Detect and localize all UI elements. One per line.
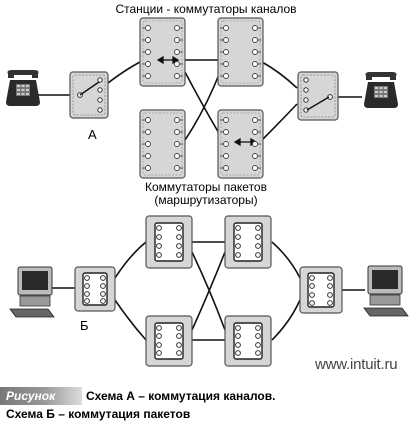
station-port xyxy=(145,165,151,171)
station-port xyxy=(145,129,151,135)
station-port xyxy=(252,73,258,79)
station-port xyxy=(223,25,229,31)
station-port xyxy=(174,25,180,31)
station-port xyxy=(174,37,180,43)
packet-title-line2: (маршрутизаторы) xyxy=(154,193,258,207)
station-port xyxy=(252,165,258,171)
station-port xyxy=(252,37,258,43)
caption-line-1: Схема А – коммутация каналов. xyxy=(86,389,276,403)
station-port xyxy=(174,129,180,135)
station-port xyxy=(252,141,258,147)
station-port xyxy=(223,37,229,43)
station-port xyxy=(174,165,180,171)
station-port xyxy=(223,153,229,159)
computer-icon-right xyxy=(363,265,409,317)
circuit-station-lower-left xyxy=(139,109,186,179)
router-lower-right xyxy=(224,315,272,367)
caption-line-2: Схема Б – коммутация пакетов xyxy=(6,407,191,421)
circuit-station-upper-right xyxy=(217,17,264,87)
station-port xyxy=(145,25,151,31)
computer-icon-left xyxy=(9,266,55,318)
station-ports xyxy=(142,25,261,171)
station-port xyxy=(145,117,151,123)
telephone-icon-left xyxy=(6,70,40,106)
circuit-switch-right xyxy=(297,71,339,121)
station-port xyxy=(223,73,229,79)
station-port xyxy=(223,165,229,171)
router-right xyxy=(299,266,343,314)
station-port xyxy=(174,61,180,67)
station-port xyxy=(145,141,151,147)
scheme-a-label: А xyxy=(88,127,97,142)
station-port xyxy=(145,73,151,79)
scheme-b-label: Б xyxy=(80,318,89,333)
station-port xyxy=(174,117,180,123)
figure-badge-label: Рисунок xyxy=(6,389,56,403)
packet-links xyxy=(50,241,365,341)
telephone-icon-right xyxy=(364,72,398,108)
station-port xyxy=(252,117,258,123)
station-port xyxy=(252,153,258,159)
station-port xyxy=(252,129,258,135)
station-port xyxy=(223,129,229,135)
station-port xyxy=(174,73,180,79)
circuit-links xyxy=(37,59,362,141)
station-port xyxy=(174,153,180,159)
router-lower-left xyxy=(145,315,193,367)
station-port xyxy=(223,49,229,55)
station-port xyxy=(223,141,229,147)
station-port xyxy=(145,153,151,159)
station-port xyxy=(174,49,180,55)
router-upper-left xyxy=(145,215,193,269)
station-port xyxy=(145,37,151,43)
station-port xyxy=(174,141,180,147)
station-port xyxy=(252,61,258,67)
station-port xyxy=(252,25,258,31)
station-port xyxy=(223,117,229,123)
router-upper-right xyxy=(224,215,272,269)
circuit-switching-title: Станции - коммутаторы каналов xyxy=(115,2,297,16)
station-port xyxy=(252,49,258,55)
router-left xyxy=(74,266,116,312)
circuit-switch-a xyxy=(69,71,109,119)
station-port xyxy=(145,61,151,67)
station-port xyxy=(223,61,229,67)
figure-badge: Рисунок xyxy=(0,387,82,405)
packet-switching-title: Коммутаторы пакетов (маршрутизаторы) xyxy=(0,181,412,207)
station-port xyxy=(145,49,151,55)
packet-title-line1: Коммутаторы пакетов xyxy=(145,180,267,194)
watermark: www.intuit.ru xyxy=(315,356,398,373)
